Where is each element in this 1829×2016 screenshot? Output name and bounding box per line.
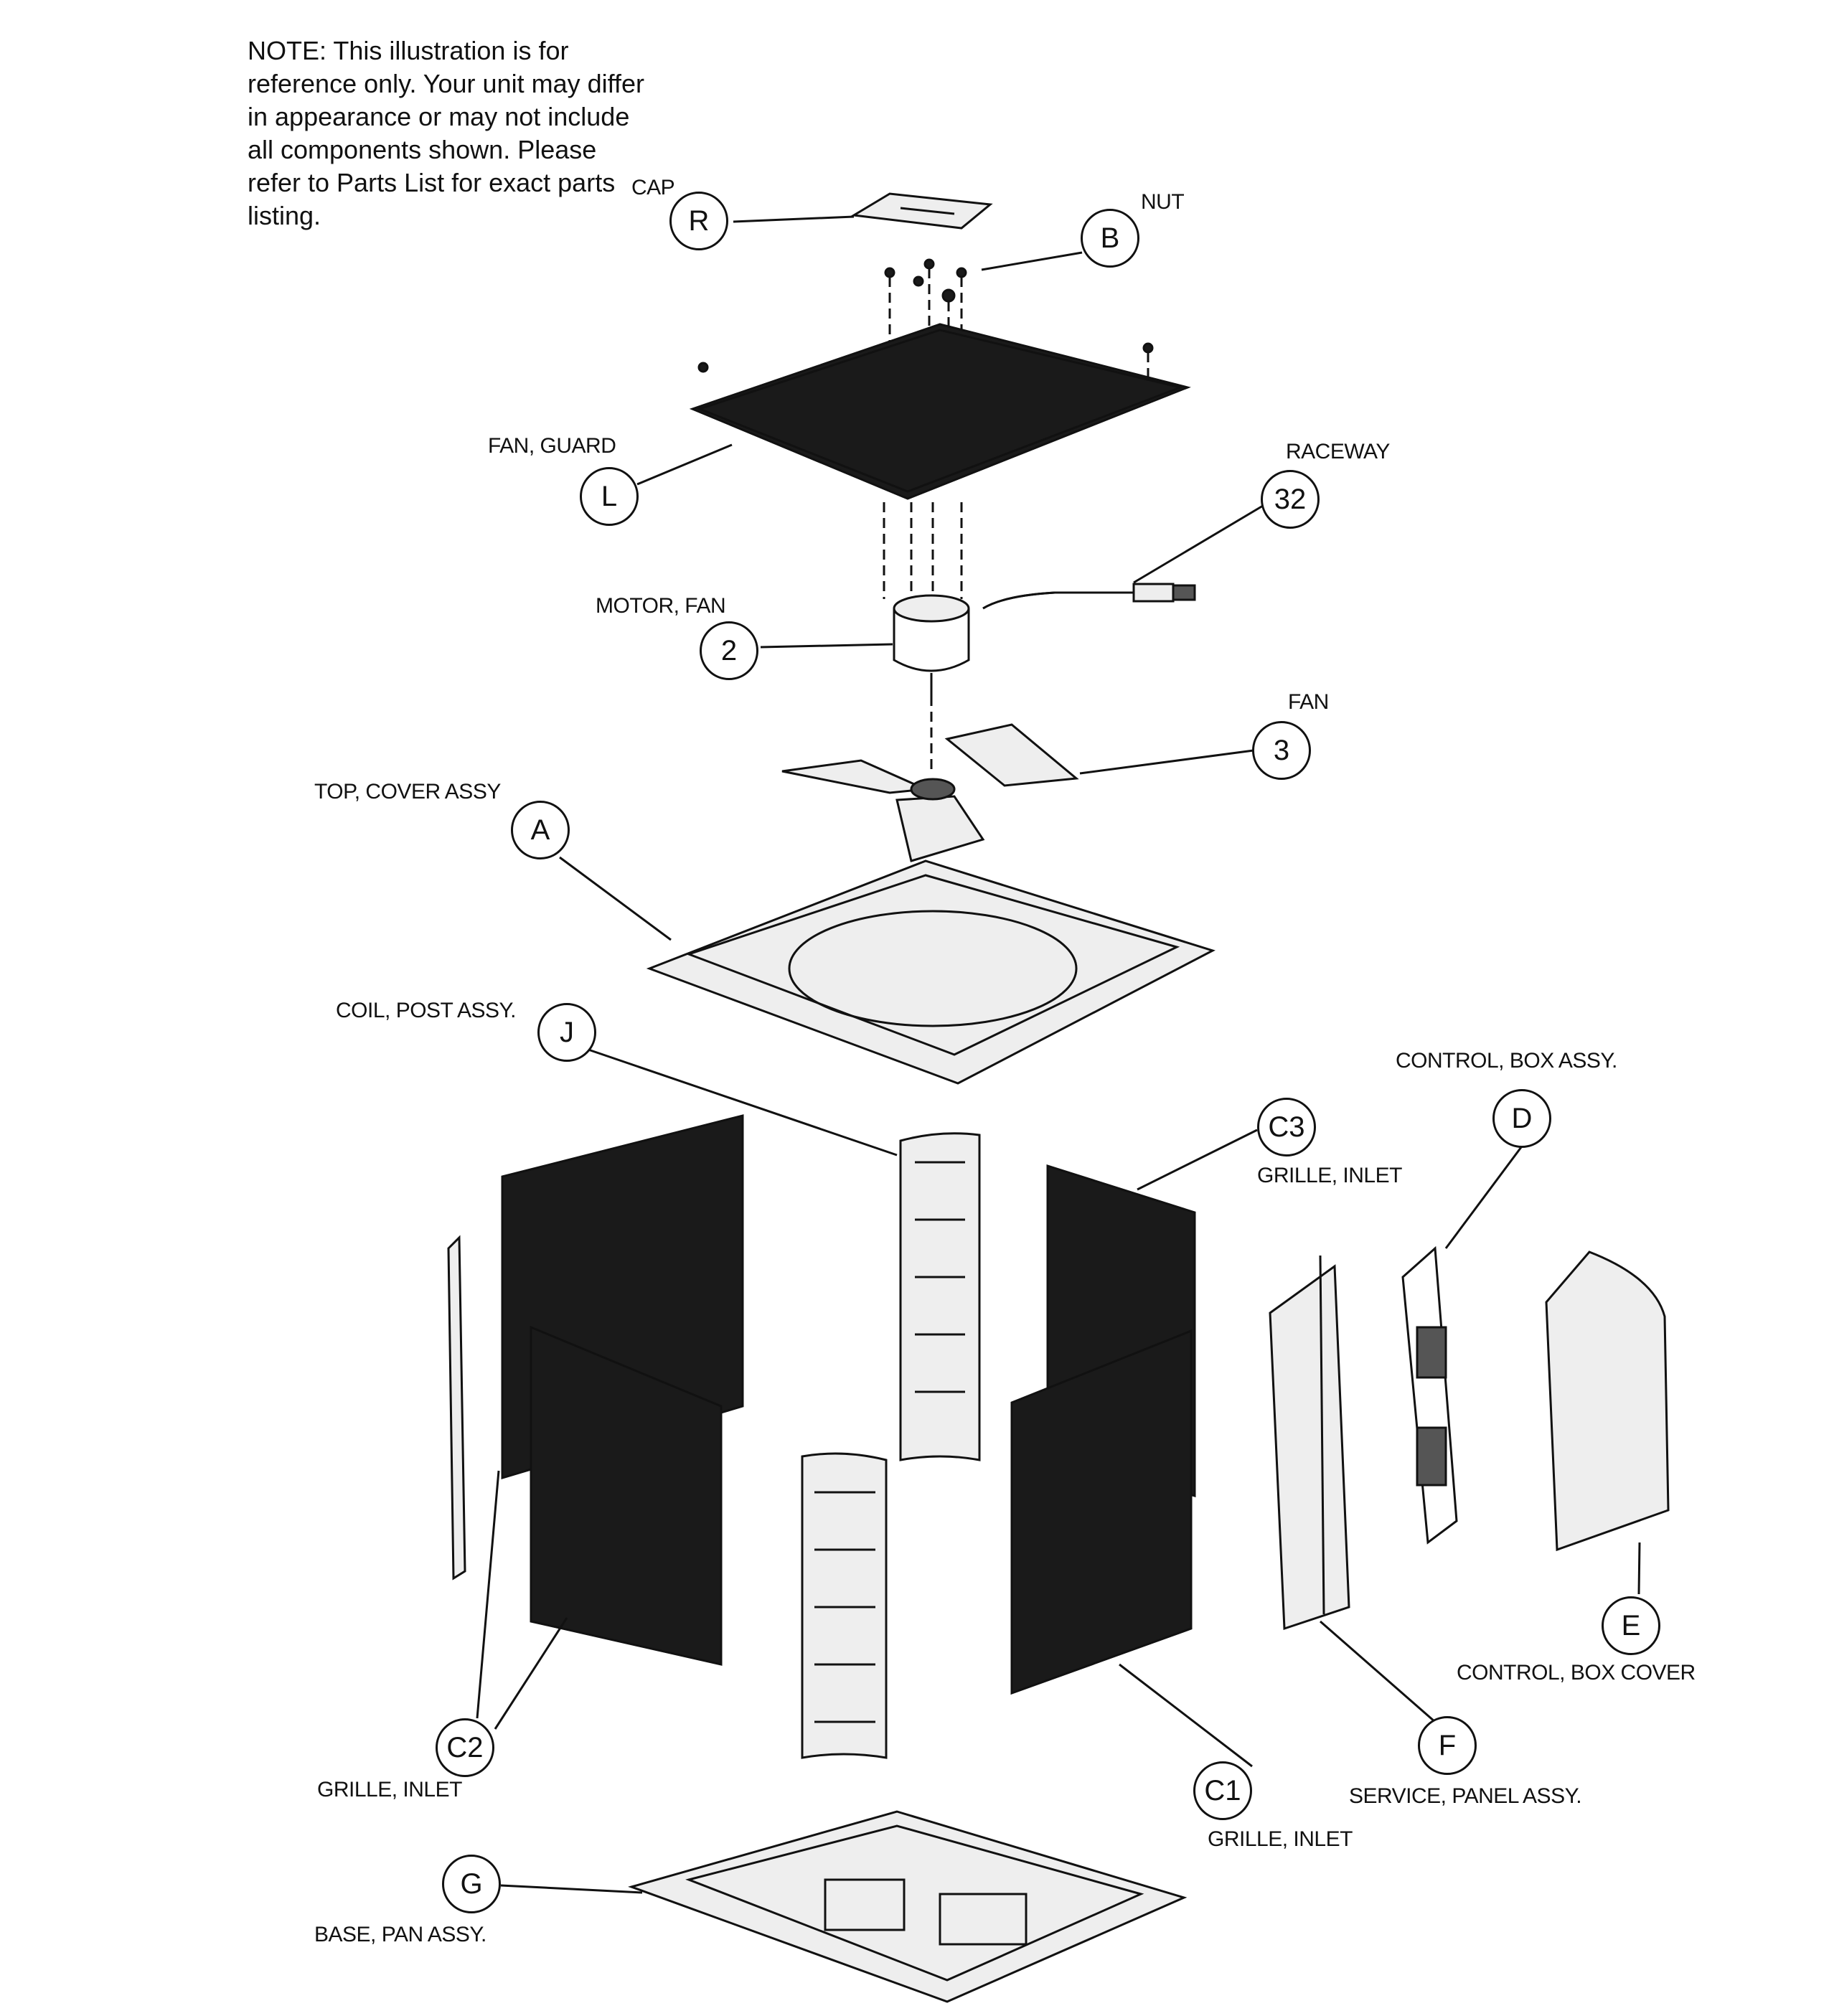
callout-c2: C2 [436,1718,494,1777]
control-box-part [1401,1245,1458,1545]
label-nut: NUT [1141,190,1185,214]
label-control-box: CONTROL, BOX ASSY. [1396,1049,1617,1073]
callout-e: E [1602,1596,1660,1655]
coil-post-part [801,1132,981,1759]
label-grille-c3: GRILLE, INLET [1257,1164,1402,1187]
callout-2: 2 [700,621,758,680]
label-motor-fan: MOTOR, FAN [596,594,726,618]
coil-right-part [1010,1164,1196,1695]
callout-32: 32 [1261,470,1320,529]
callout-r: R [669,192,728,250]
callout-c1: C1 [1193,1761,1252,1820]
label-fan: FAN [1288,690,1329,714]
coil-left-front-part [530,1325,723,1666]
label-grille-c2: GRILLE, INLET [317,1778,462,1801]
label-fan-guard: FAN, GUARD [488,434,616,458]
callout-g: G [442,1855,501,1913]
callout-c3: C3 [1257,1098,1316,1157]
label-control-cover: CONTROL, BOX COVER [1457,1661,1696,1685]
service-panel-part [1269,1255,1350,1631]
cap-part [850,192,993,230]
label-grille-c1: GRILLE, INLET [1208,1827,1353,1851]
callout-f: F [1418,1716,1477,1775]
callout-b: B [1081,209,1139,268]
callout-3: 3 [1252,721,1311,780]
label-top-cover: TOP, COVER ASSY [314,780,501,804]
reference-note: NOTE: This illustration is for reference… [248,36,644,230]
label-service-panel: SERVICE, PANEL ASSY. [1349,1784,1582,1808]
label-raceway: RACEWAY [1286,440,1390,463]
fan-guard-part [689,323,1191,500]
leader-lines [476,215,1641,1894]
fan-motor-part [893,594,970,696]
base-pan-part [628,1810,1188,2003]
bracket-part [447,1235,466,1581]
label-cap: CAP [631,176,675,199]
raceway-part [982,583,1196,610]
callout-a: A [511,801,570,859]
label-coil-post: COIL, POST ASSY. [336,999,517,1022]
top-cover-part [646,859,1216,1085]
fan-blade-part [781,723,1079,862]
callout-j: J [537,1003,596,1062]
callout-l: L [580,467,639,526]
callout-d: D [1492,1089,1551,1148]
label-base-pan: BASE, PAN ASSY. [314,1923,486,1946]
control-cover-part [1545,1250,1670,1552]
